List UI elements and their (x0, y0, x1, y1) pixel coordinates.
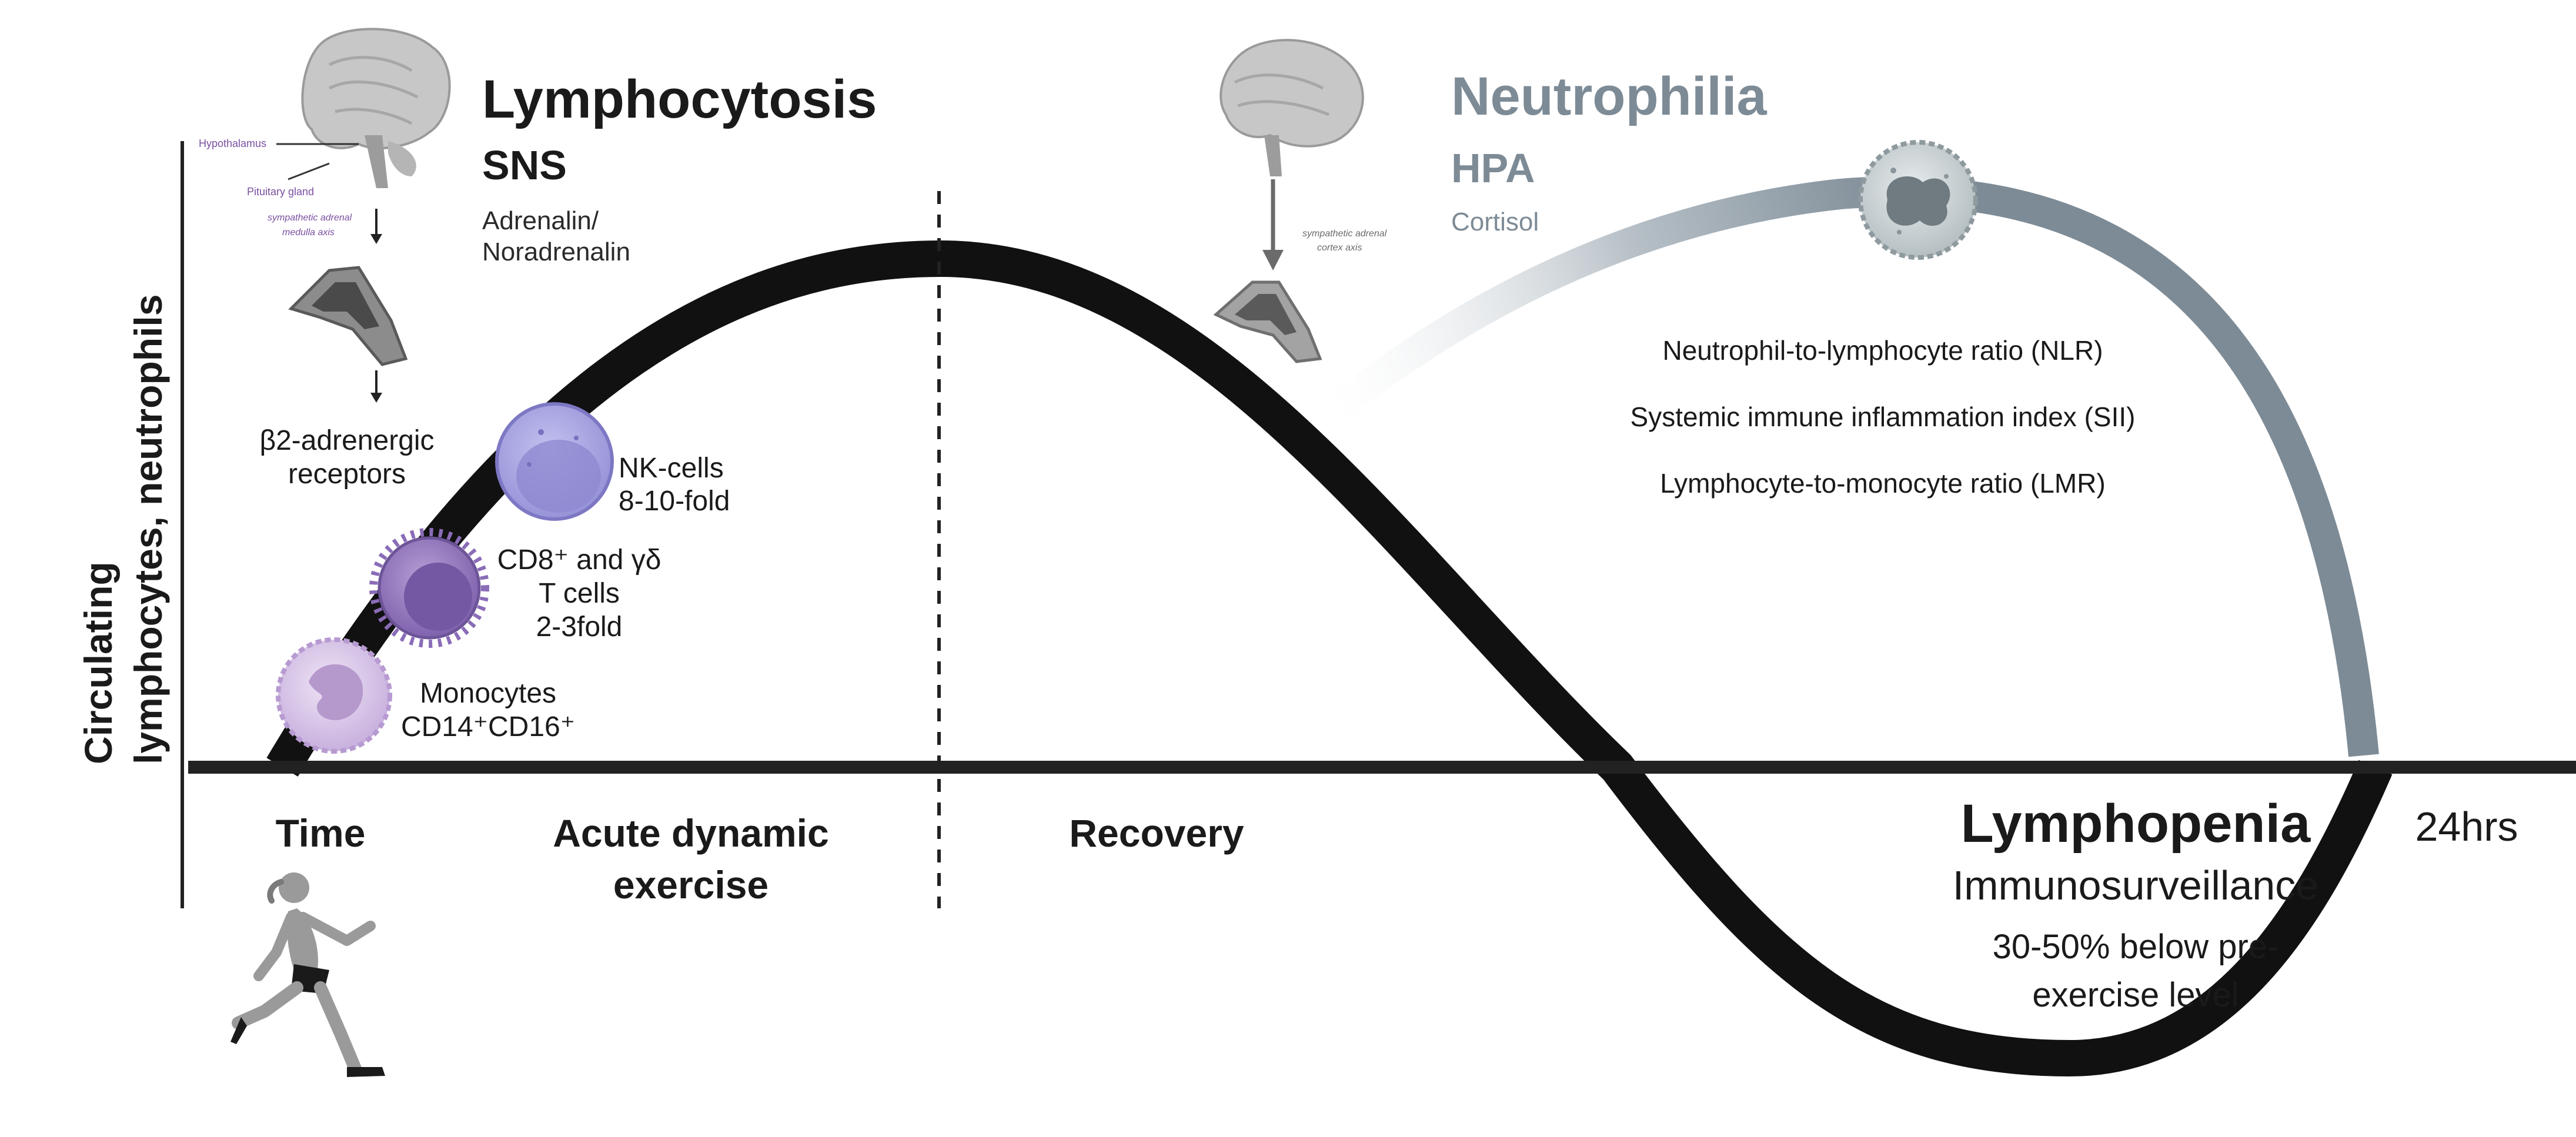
brain-right-icon (1219, 39, 1364, 176)
cd8-line1: CD8⁺ and γδ (497, 544, 661, 576)
receptors-line1: β2-adrenergic (259, 425, 434, 456)
nk-cells-line2: 8-10-fold (619, 486, 730, 517)
brain-left-icon (301, 28, 451, 188)
cd8-line2: T cells (539, 578, 620, 609)
lymphopenia-line1: 30-50% below pre- (1993, 928, 2279, 966)
ratio-lmr: Lymphocyte-to-monocyte ratio (LMR) (1660, 468, 2106, 499)
lymphopenia-line2: exercise level (2032, 976, 2238, 1014)
ratio-nlr: Neutrophil-to-lymphocyte ratio (NLR) (1662, 335, 2103, 366)
cortex-axis-line1: sympathetic adrenal (1302, 229, 1387, 239)
noradrenalin-label: Noradrenalin (482, 238, 630, 266)
nk-cells-line1: NK-cells (619, 453, 724, 484)
cd8-line3: 2-3fold (536, 611, 623, 643)
sns-label: SNS (482, 142, 567, 188)
end-time-label: 24hrs (2415, 804, 2518, 850)
cortisol-label: Cortisol (1451, 208, 1539, 236)
medulla-axis-line1: sympathetic adrenal (268, 213, 352, 223)
y-axis-label-line1: Circulating (76, 561, 120, 764)
adrenal-gland-left-icon (288, 266, 408, 366)
lymphocyte-curve (266, 240, 2393, 1077)
monocytes-line2: CD14⁺CD16⁺ (401, 711, 575, 743)
pituitary-pointer (288, 162, 330, 180)
cd8-t-cell-icon (369, 528, 489, 648)
lymphopenia-title: Lymphopenia (1961, 794, 2311, 854)
time-label: Time (276, 811, 366, 855)
exercise-label-line1: Acute dynamic (553, 811, 828, 855)
x-axis-line (188, 761, 2576, 774)
hpa-label: HPA (1451, 145, 1535, 191)
medulla-axis-line2: medulla axis (282, 228, 335, 238)
recovery-label: Recovery (1069, 811, 1244, 855)
immunosurveillance-label: Immunosurveillance (1953, 862, 2318, 908)
lymphocytosis-title: Lymphocytosis (482, 69, 877, 129)
runner-icon (230, 872, 385, 1077)
y-axis-label: Circulating lymphocytes, neutrophils (76, 295, 170, 764)
ratio-sii: Systemic immune inflammation index (SII) (1631, 402, 2136, 432)
neutrophil-icon (1858, 140, 1978, 260)
cortex-axis-line2: cortex axis (1317, 243, 1362, 253)
monocytes-line1: Monocytes (420, 678, 556, 709)
pituitary-label: Pituitary gland (247, 186, 314, 198)
monocyte-icon (276, 637, 392, 754)
neutrophilia-title: Neutrophilia (1451, 66, 1768, 126)
y-axis-label-line2: lymphocytes, neutrophils (126, 295, 170, 764)
exercise-label-line2: exercise (613, 863, 769, 907)
hypothalamus-label: Hypothalamus (199, 138, 266, 149)
nk-cell-icon (495, 402, 614, 521)
receptors-line2: receptors (288, 459, 406, 490)
adrenalin-label: Adrenalin/ (482, 206, 599, 235)
adrenal-gland-right-icon (1213, 280, 1322, 363)
